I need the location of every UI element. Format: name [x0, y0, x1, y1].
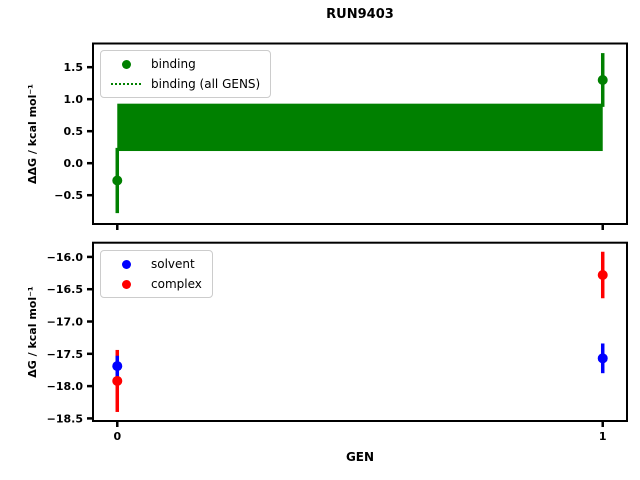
- y-tick-label: −17.0: [47, 316, 84, 329]
- complex-point-gen1: [597, 270, 608, 281]
- confidence-band: [117, 103, 603, 152]
- x-tick-label: 1: [599, 430, 607, 443]
- binding-marker-icon: [121, 59, 131, 69]
- legend-item-complex: complex: [111, 277, 202, 291]
- solvent-point-gen1: [597, 353, 608, 364]
- legend-item-binding-all-gens: binding (all GENS): [111, 77, 260, 91]
- top-legend: binding binding (all GENS): [100, 50, 272, 98]
- y-tick-label: 1.5: [64, 61, 84, 74]
- legend-swatch: [111, 279, 141, 289]
- top-y-axis-label: ΔΔG / kcal mol⁻¹: [26, 84, 39, 184]
- dotted-line-icon: [111, 83, 141, 85]
- legend-swatch: [111, 59, 141, 69]
- axes-frame: [92, 241, 628, 422]
- y-tick-label: −0.5: [54, 189, 83, 202]
- legend-swatch: [111, 83, 141, 85]
- x-axis-label: GEN: [346, 450, 374, 464]
- legend-label-solvent: solvent: [151, 257, 195, 271]
- legend-label-binding-all-gens: binding (all GENS): [151, 77, 261, 91]
- bottom-legend: solvent complex: [100, 250, 213, 298]
- x-tick-label: 0: [113, 430, 121, 443]
- complex-point-gen0: [112, 375, 123, 386]
- solvent-marker-icon: [121, 259, 131, 269]
- binding-point-gen0: [112, 175, 123, 186]
- figure-title: RUN9403: [326, 7, 394, 22]
- y-tick-label: 0.0: [64, 157, 84, 170]
- bottom-y-axis-label: ΔG / kcal mol⁻¹: [26, 286, 39, 378]
- legend-swatch: [111, 259, 141, 269]
- y-tick-label: −17.5: [47, 348, 83, 361]
- y-tick-label: 1.0: [64, 93, 84, 106]
- legend-label-binding: binding: [151, 57, 196, 71]
- binding-point-gen1: [597, 74, 608, 85]
- y-tick-label: −16.0: [47, 251, 84, 264]
- y-tick-label: −16.5: [47, 283, 83, 296]
- y-tick-label: −18.0: [47, 380, 84, 393]
- axes-frame: [92, 42, 628, 225]
- y-tick-label: −18.5: [47, 412, 83, 425]
- legend-item-binding: binding: [111, 57, 260, 71]
- legend-label-complex: complex: [151, 277, 202, 291]
- complex-marker-icon: [121, 279, 131, 289]
- solvent-point-gen0: [112, 361, 123, 372]
- y-tick-label: 0.5: [64, 125, 84, 138]
- legend-item-solvent: solvent: [111, 257, 202, 271]
